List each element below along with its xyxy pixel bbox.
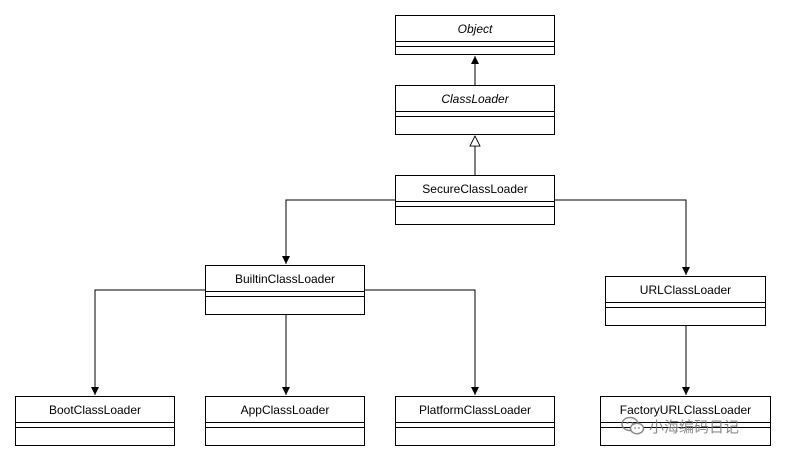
class-attrs-object — [396, 42, 554, 47]
class-box-classloader[interactable]: ClassLoader — [395, 85, 555, 135]
class-box-app[interactable]: AppClassLoader — [205, 396, 365, 446]
class-box-builtin[interactable]: BuiltinClassLoader — [205, 265, 365, 315]
class-name-boot: BootClassLoader — [16, 397, 174, 423]
watermark: 小海编码日记 — [621, 414, 739, 438]
class-attrs-url — [606, 303, 765, 308]
class-name-object: Object — [396, 16, 554, 42]
class-box-platform[interactable]: PlatformClassLoader — [395, 396, 555, 446]
watermark-text: 小海编码日记 — [649, 417, 740, 436]
class-attrs-factory — [601, 423, 770, 428]
edge-secure-builtin — [282, 199, 395, 264]
class-box-object[interactable]: Object — [395, 15, 555, 55]
class-attrs-secure — [396, 202, 554, 207]
class-box-secure[interactable]: SecureClassLoader — [395, 175, 555, 225]
class-name-secure: SecureClassLoader — [396, 176, 554, 202]
wechat-icon — [621, 416, 645, 436]
edge-builtin-boot — [91, 289, 205, 395]
class-box-factory[interactable]: FactoryURLClassLoader — [600, 396, 771, 446]
class-name-builtin: BuiltinClassLoader — [206, 266, 364, 292]
class-box-url[interactable]: URLClassLoader — [605, 276, 766, 326]
class-attrs-boot — [16, 423, 174, 428]
class-name-url: URLClassLoader — [606, 277, 765, 303]
class-attrs-builtin — [206, 292, 364, 297]
class-name-factory: FactoryURLClassLoader — [601, 397, 770, 423]
edge-secure-url — [555, 199, 690, 275]
class-box-boot[interactable]: BootClassLoader — [15, 396, 175, 446]
class-name-classloader: ClassLoader — [396, 86, 554, 112]
class-name-platform: PlatformClassLoader — [396, 397, 554, 423]
class-attrs-app — [206, 423, 364, 428]
edge-builtin-platform — [365, 289, 479, 395]
class-attrs-classloader — [396, 112, 554, 117]
class-attrs-platform — [396, 423, 554, 428]
class-name-app: AppClassLoader — [206, 397, 364, 423]
